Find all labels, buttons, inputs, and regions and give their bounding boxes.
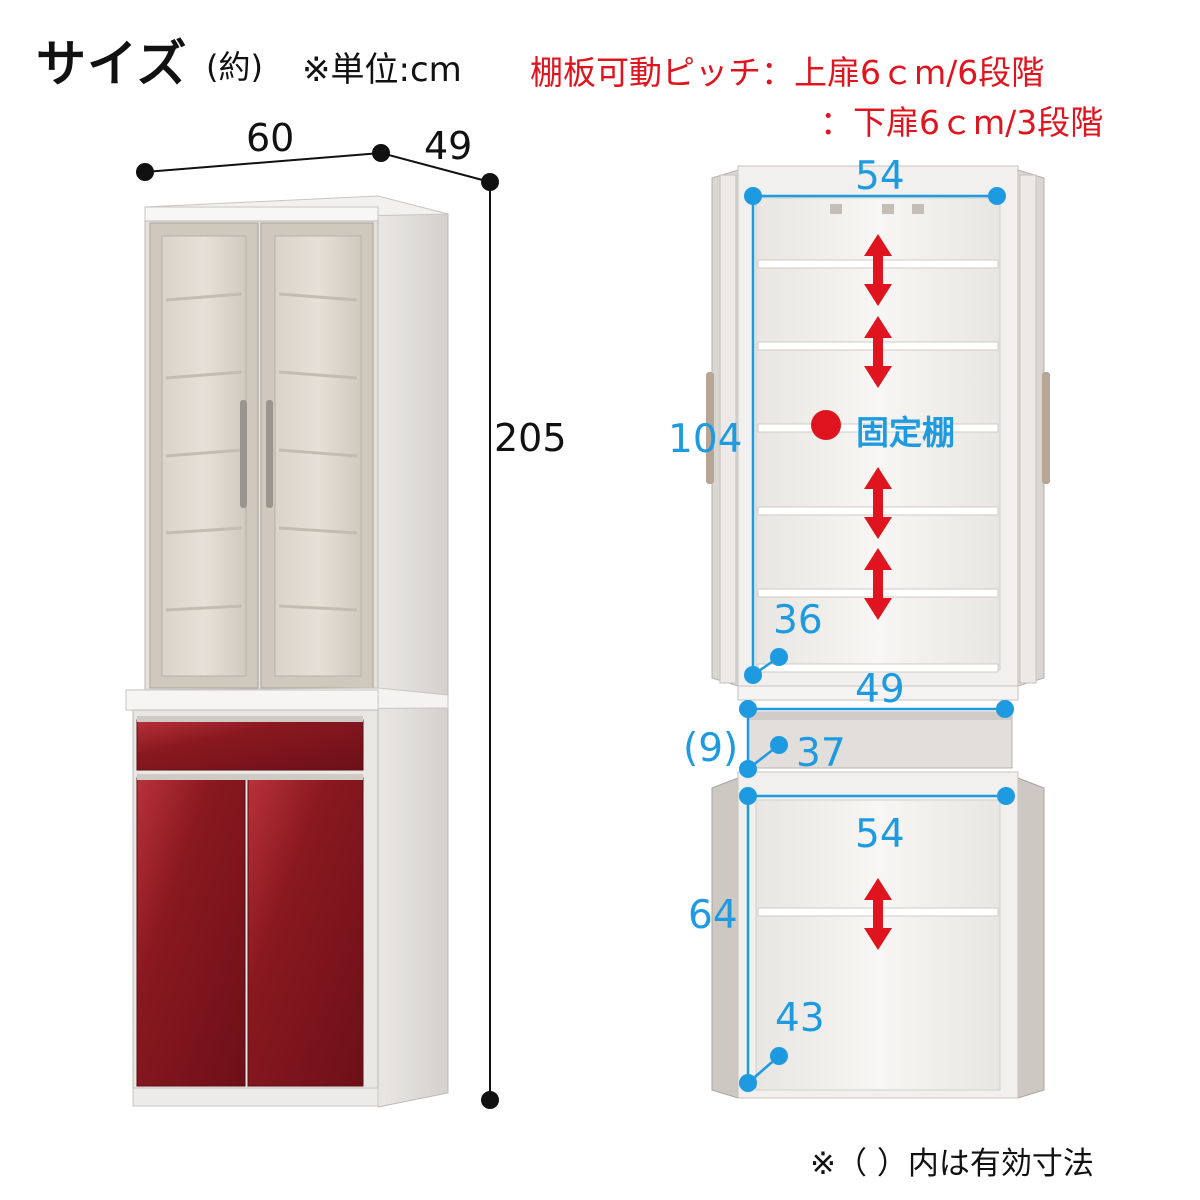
upper-height-label: 104 [668, 417, 743, 462]
exterior-depth-label: 49 [424, 124, 473, 168]
exterior-cabinet [125, 195, 449, 1108]
shelf-pitch-upper: 棚板可動ピッチ：上扉6ｃm/6段階 [530, 53, 1045, 92]
lower-width-label: 54 [855, 812, 905, 857]
exterior-height-label: 205 [494, 416, 567, 460]
lower-depth-label: 43 [775, 996, 825, 1041]
drawer-height-label: (9) [683, 726, 739, 771]
drawer-width-label: 49 [855, 667, 905, 712]
interior-cabinet [706, 165, 1050, 1099]
shelf-pitch-lower: ：下扉6ｃm/3段階 [820, 103, 1104, 142]
lower-height-label: 64 [688, 893, 738, 938]
fixed-shelf-label: 固定棚 [856, 413, 955, 452]
adjustable-shelf-arrows [864, 234, 892, 950]
exterior-dimension-lines [136, 144, 499, 1109]
approx-label: (約) [206, 48, 263, 86]
upper-depth-label: 36 [773, 598, 823, 643]
exterior-width-label: 60 [246, 116, 295, 160]
upper-width-label: 54 [855, 154, 905, 199]
footnote: ※（ ）内は有効寸法 [810, 1146, 1094, 1182]
dimension-dots [739, 187, 1015, 1092]
page-title: サイズ [36, 35, 188, 93]
unit-note: ※単位:cm [302, 50, 462, 90]
fixed-shelf-marker [811, 410, 841, 440]
drawer-depth-label: 37 [796, 731, 846, 776]
